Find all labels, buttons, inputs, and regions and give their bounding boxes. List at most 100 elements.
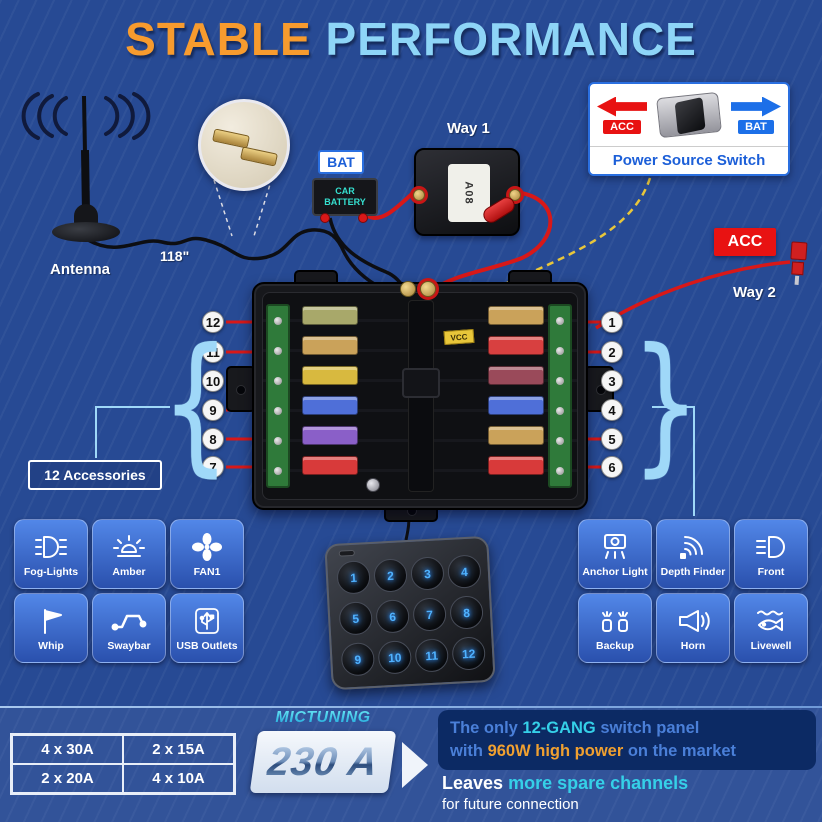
circuit-badge-12: 12: [202, 311, 224, 333]
car-battery: CAR BATTERY: [312, 178, 378, 216]
rocker-switch-icon: [656, 91, 722, 139]
relay-icon: [402, 368, 440, 398]
total-current-badge: 230 A: [249, 731, 397, 793]
accessory-tile-front: Front: [734, 519, 808, 589]
bat-tag-label: BAT: [327, 154, 355, 170]
keypad-button-10[interactable]: 10: [377, 640, 413, 675]
switch-graphic-row: ACC BAT: [590, 84, 788, 146]
pointer-arrow-icon: [402, 742, 428, 788]
breaker-stud-icon: [509, 189, 521, 201]
circuit-badge-5: 5: [601, 428, 623, 450]
circuit-badge-3: 3: [601, 370, 623, 392]
fuse-spec-table: 4 x 30A 2 x 15A 2 x 20A 4 x 10A: [10, 733, 236, 795]
keypad-sensor-icon: [338, 549, 355, 557]
promo-highlight-12gang: 12-GANG: [522, 719, 596, 737]
power-stud-icon: [420, 281, 436, 297]
keypad-button-11[interactable]: 11: [414, 638, 450, 673]
promo-text-box: The only 12-GANG switch panel with 960W …: [438, 710, 816, 770]
right-accessory-grid: Anchor Light Depth Finder Front: [578, 519, 808, 663]
accessory-label: Fog-Lights: [23, 565, 79, 578]
keypad-button-12[interactable]: 12: [451, 636, 487, 671]
promo-line-1: The only 12-GANG switch panel: [450, 717, 804, 740]
fuse-column-left: [302, 306, 358, 475]
keypad-button-6[interactable]: 6: [375, 599, 410, 634]
section-divider: [0, 706, 822, 708]
keypad-button-2[interactable]: 2: [373, 558, 408, 593]
battery-terminal-negative: [320, 213, 330, 223]
antenna-base: [52, 222, 120, 242]
acc-tag-label: ACC: [727, 233, 763, 250]
spec-cell: 4 x 10A: [123, 764, 234, 793]
terminal-strip-right: [548, 304, 572, 488]
way1-label: Way 1: [447, 120, 490, 137]
keypad-button-5[interactable]: 5: [338, 601, 374, 636]
keypad-button-4[interactable]: 4: [447, 554, 482, 589]
accessory-tile-amber: Amber: [92, 519, 166, 589]
keypad-button-9[interactable]: 9: [340, 641, 376, 677]
breaker-marking: A08: [463, 181, 475, 205]
circuit-badge-4: 4: [601, 399, 623, 421]
acc-tag: ACC: [714, 228, 776, 256]
sma-connector-icon: [240, 146, 278, 167]
accessory-label: Front: [757, 565, 785, 578]
accessory-label: Whip: [38, 639, 64, 652]
fog-lights-icon: [33, 531, 69, 563]
keypad-button-1[interactable]: 1: [336, 560, 371, 595]
total-current-value: 230 A: [264, 739, 382, 784]
accessory-label: Depth Finder: [660, 565, 726, 578]
accessory-tile-backup: Backup: [578, 593, 652, 663]
accessory-tile-fog-lights: Fog-Lights: [14, 519, 88, 589]
circuit-breaker: A08: [410, 148, 524, 236]
promo-text: on the market: [623, 742, 737, 760]
spec-cell: 2 x 20A: [12, 764, 123, 793]
accessory-label: Horn: [680, 639, 706, 652]
promo-highlight-960w: 960W high power: [487, 742, 624, 760]
terminal-strip-left: [266, 304, 290, 488]
battery-terminal-positive: [358, 213, 368, 223]
accessory-label: Livewell: [750, 639, 792, 652]
promo-text: switch panel: [595, 719, 700, 737]
switch-panel-keypad: 1 2 3 4 5 6 7 8 9 10 11 12: [324, 535, 496, 691]
accessory-tile-livewell: Livewell: [734, 593, 808, 663]
keypad-button-7[interactable]: 7: [412, 597, 447, 632]
usb-icon: [189, 605, 225, 637]
breaker-stud-icon: [413, 189, 425, 201]
accessory-tile-depth-finder: Depth Finder: [656, 519, 730, 589]
keypad-button-8[interactable]: 8: [449, 595, 484, 630]
anchor-light-icon: [597, 531, 633, 563]
spec-cell: 4 x 30A: [12, 735, 123, 764]
spec-cell: 2 x 15A: [123, 735, 234, 764]
accessory-tile-anchor-light: Anchor Light: [578, 519, 652, 589]
fan-icon: [189, 531, 225, 563]
acc-direction: ACC: [594, 96, 650, 134]
bat-direction: BAT: [728, 96, 784, 134]
promo-highlight-spare: more spare channels: [508, 773, 689, 793]
amber-light-icon: [111, 531, 147, 563]
accessory-tile-whip: Whip: [14, 593, 88, 663]
accessory-label: Swaybar: [107, 639, 151, 652]
livewell-fish-icon: [753, 605, 789, 637]
antenna-rod: [82, 95, 88, 213]
right-brace: }: [631, 317, 701, 491]
ground-stud-icon: [400, 281, 416, 297]
bat-arrow-label: BAT: [738, 119, 774, 134]
fuse-tap-icon: [788, 241, 811, 286]
title-word-performance: PERFORMANCE: [325, 13, 697, 65]
cable-length-label: 118": [160, 248, 190, 264]
whip-flag-icon: [33, 605, 69, 637]
battery-ground-wire: [328, 217, 408, 293]
accessory-label: Amber: [112, 565, 146, 578]
accessory-tile-usb-outlets: USB Outlets: [170, 593, 244, 663]
circuit-badge-9: 9: [202, 399, 224, 421]
way2-label: Way 2: [733, 284, 776, 301]
swaybar-icon: [111, 605, 147, 637]
promo-text: with: [450, 742, 488, 760]
promo-line-2: with 960W high power on the market: [450, 740, 804, 763]
accessory-label: FAN1: [193, 565, 221, 578]
keypad-button-3[interactable]: 3: [410, 556, 445, 591]
accessory-label: Backup: [596, 639, 634, 652]
title-word-stable: STABLE: [125, 13, 312, 65]
connector-magnifier: [198, 99, 290, 191]
accessory-label: Anchor Light: [582, 565, 648, 578]
vcc-tag: VCC: [443, 328, 475, 346]
